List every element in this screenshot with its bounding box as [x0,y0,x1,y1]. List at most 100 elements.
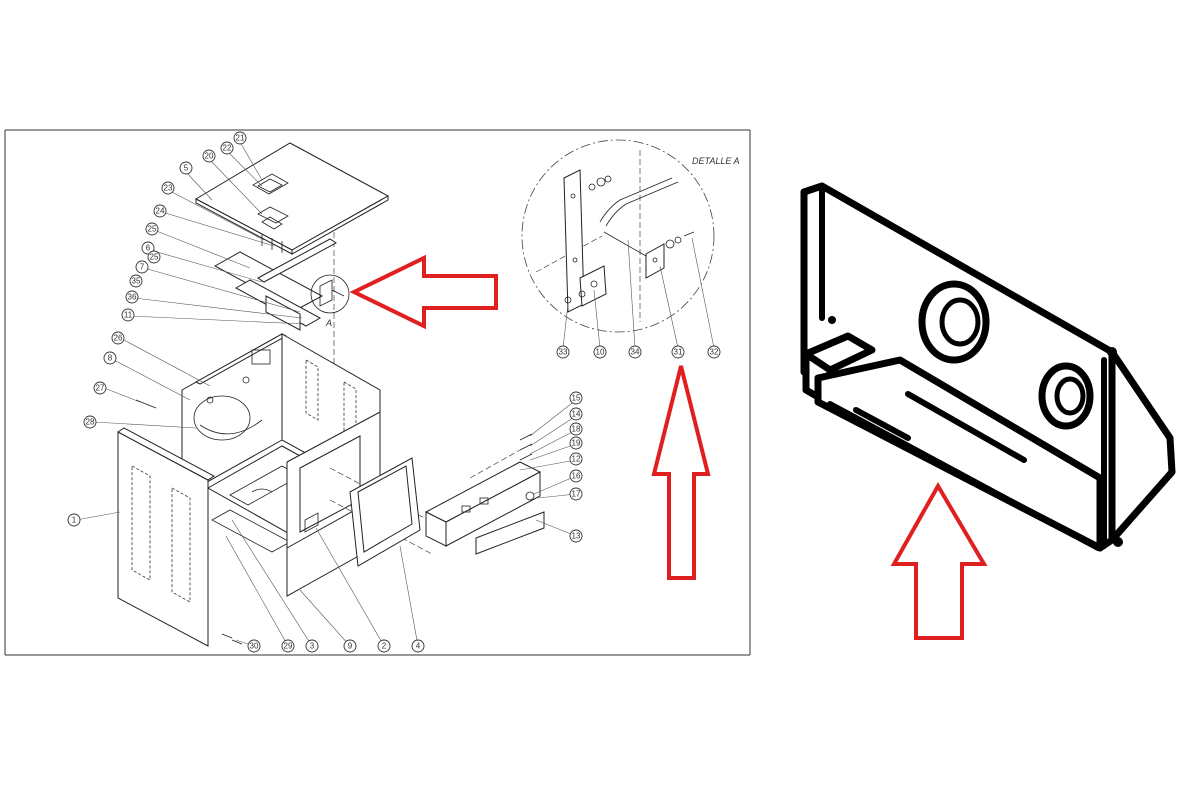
callouts: 21 22 20 5 23 24 25 6 25 7 35 36 11 26 8… [67,131,583,653]
callout-31: 31 [671,345,685,359]
svg-text:12: 12 [572,455,581,464]
svg-text:2: 2 [382,642,387,651]
detail-title: DETALLE A [692,156,740,166]
loose-screws [135,399,535,645]
svg-text:15: 15 [572,394,581,403]
callout-12: 12 [569,452,583,466]
callout-32: 32 [707,345,721,359]
front-panel [117,427,215,647]
red-arrow-up-bracket [890,481,988,640]
red-arrow-up-detail [651,365,711,580]
svg-text:3: 3 [310,642,315,651]
callout-27: 27 [93,381,107,395]
callout-2: 2 [377,639,391,653]
callout-29: 29 [281,639,295,653]
svg-text:35: 35 [132,277,141,286]
svg-text:22: 22 [223,144,232,153]
top-screws [261,234,283,253]
detail-a-view: DETALLE A [521,139,740,333]
back-panel [181,333,288,497]
upper-rails [213,238,337,331]
svg-text:20: 20 [205,152,214,161]
callout-7: 7 [135,260,149,274]
svg-text:34: 34 [631,348,640,357]
callout-8: 8 [103,351,117,365]
callout-25a: 25 [145,222,159,236]
svg-text:25: 25 [148,225,157,234]
callout-3: 3 [305,639,319,653]
svg-text:26: 26 [114,334,123,343]
callout-15: 15 [569,391,583,405]
callout-30: 30 [247,639,261,653]
svg-text:17: 17 [572,490,581,499]
svg-text:24: 24 [156,207,165,216]
svg-text:6: 6 [146,244,151,253]
callout-6: 6 [141,241,155,255]
callout-16: 16 [569,469,583,483]
svg-text:36: 36 [128,293,137,302]
callout-33: 33 [556,345,570,359]
callout-25b: 25 [147,250,161,264]
svg-text:19: 19 [572,439,581,448]
detail-callouts: 33 10 34 31 32 [556,345,721,359]
callout-22: 22 [220,141,234,155]
callout-28: 28 [83,415,97,429]
cabinet-assembly: A [117,142,545,647]
control-panel [424,449,542,547]
svg-text:18: 18 [572,425,581,434]
callout-18: 18 [569,422,583,436]
door-gasket [349,457,421,567]
callout-9: 9 [343,639,357,653]
label-plate [475,511,545,555]
callout-20: 20 [202,149,216,163]
callout-23: 23 [161,181,175,195]
svg-text:13: 13 [572,532,581,541]
callout-10: 10 [593,345,607,359]
svg-text:29: 29 [284,642,293,651]
callout-35: 35 [129,274,143,288]
svg-text:10: 10 [596,348,605,357]
bracket-hole-lower-inner [1054,376,1086,416]
red-arrow-left [349,254,498,330]
leader-lines [75,141,577,647]
bracket-part-view [800,182,1176,552]
bracket-hole-upper-inner [939,297,981,347]
callout-19: 19 [569,436,583,450]
drawing-frame [4,129,751,656]
svg-text:27: 27 [96,384,105,393]
callout-26: 26 [111,331,125,345]
callout-13: 13 [569,529,583,543]
bracket-rivet-bottom [1113,537,1123,547]
svg-text:21: 21 [236,134,245,143]
callout-11: 11 [121,308,135,322]
callout-1: 1 [67,513,81,527]
callout-4: 4 [411,639,425,653]
bracket-rivet-top [828,316,836,324]
svg-text:30: 30 [250,642,259,651]
callout-24: 24 [153,204,167,218]
callout-17: 17 [569,487,583,501]
svg-text:9: 9 [348,642,353,651]
svg-text:5: 5 [184,164,189,173]
callout-5: 5 [179,161,193,175]
svg-text:14: 14 [572,410,581,419]
svg-text:4: 4 [416,642,421,651]
detail-marker: A [310,274,350,328]
svg-text:32: 32 [710,348,719,357]
svg-text:16: 16 [572,472,581,481]
callout-21: 21 [233,131,247,145]
bracket-rivet-right [1107,347,1117,357]
svg-text:25: 25 [150,253,159,262]
svg-text:7: 7 [140,263,145,272]
svg-text:11: 11 [124,311,133,320]
svg-text:28: 28 [86,418,95,427]
top-panel [194,142,390,255]
svg-text:1: 1 [72,516,77,525]
callout-34: 34 [628,345,642,359]
svg-text:31: 31 [674,348,683,357]
detail-boundary [521,139,715,333]
svg-text:23: 23 [164,184,173,193]
callout-36: 36 [125,290,139,304]
detail-marker-label: A [325,318,332,328]
